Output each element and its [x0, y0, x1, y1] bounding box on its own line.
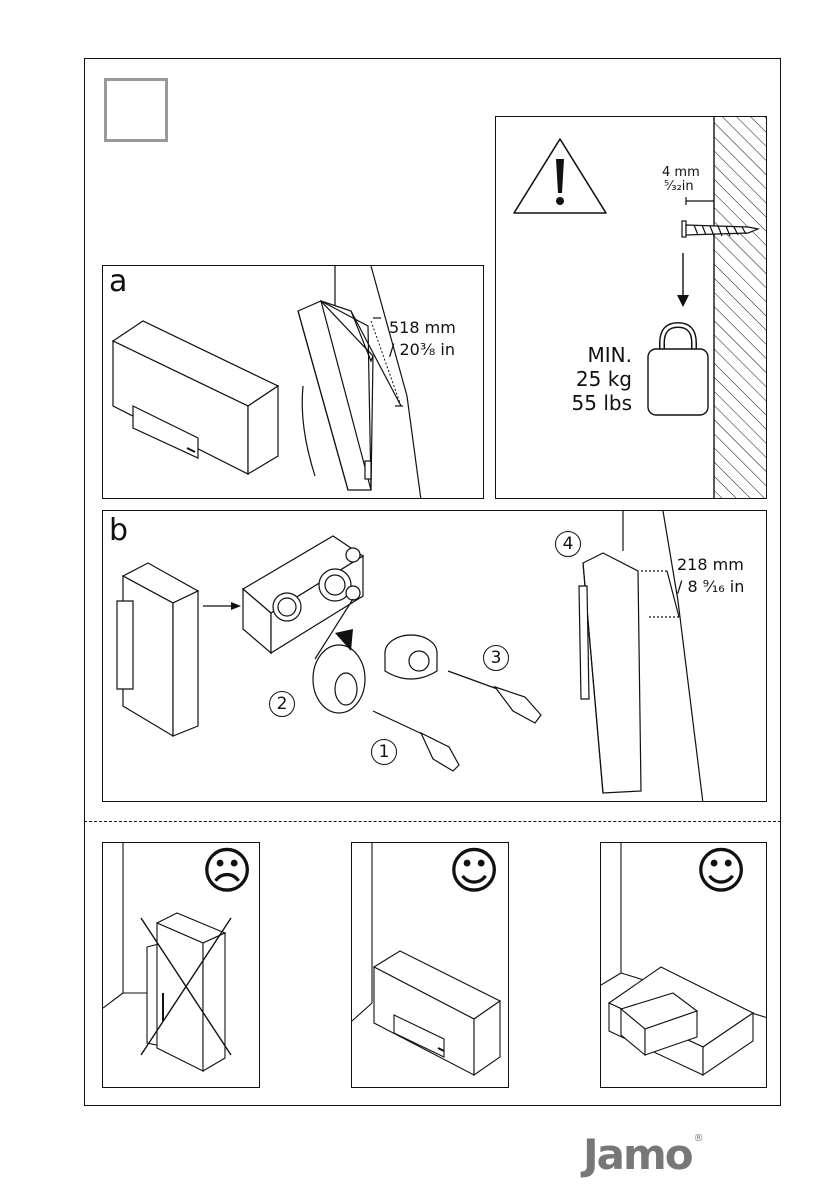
smiling-face-icon: ☺	[448, 842, 500, 901]
screw-length-in: ⁵⁄₃₂in	[664, 179, 694, 194]
panel-a-label: a	[109, 265, 127, 299]
panel-b-dimension-mm: 218 mm	[677, 555, 744, 575]
screw-length-mm: 4 mm	[662, 165, 700, 180]
arrow-icon	[677, 253, 689, 307]
min-load-kg: 25 kg	[556, 367, 632, 391]
placement-panel-3: ☺	[600, 842, 767, 1088]
wall-hatch	[714, 117, 767, 499]
panel-a-illustration	[103, 266, 484, 499]
warning-triangle-icon	[514, 139, 606, 213]
panel-a: a 518 mm / 20³⁄₈ in	[102, 265, 484, 499]
panel-b-illustration	[103, 511, 767, 802]
step-4-badge: 4	[555, 531, 581, 557]
padlock-icon	[648, 325, 708, 415]
panel-b-dimension-in: / 8 ⁹⁄₁₆ in	[677, 577, 744, 597]
panel-a-dimension-in: / 20³⁄₈ in	[389, 340, 455, 360]
registered-mark: ®	[694, 1133, 704, 1144]
smiling-face-icon-2: ☺	[695, 842, 747, 901]
frowning-face-icon: ☹	[201, 842, 253, 901]
min-load-title: MIN.	[570, 343, 632, 367]
dashed-separator	[84, 821, 781, 822]
min-load-lbs: 55 lbs	[552, 391, 632, 415]
step-3-badge: 3	[483, 645, 509, 671]
placement-panel-1: ☹	[102, 842, 260, 1088]
panel-warning: 4 mm ⁵⁄₃₂in MIN. 25 kg 55 lbs	[495, 116, 767, 499]
jamo-logo: Jamo®	[583, 1130, 704, 1179]
placement-panel-2: ☺	[351, 842, 509, 1088]
step-1-badge: 1	[371, 739, 397, 765]
step-2-badge: 2	[269, 691, 295, 717]
panel-b-label: b	[109, 513, 128, 548]
logo-text: Jamo	[583, 1130, 692, 1179]
panel-a-dimension-mm: 518 mm	[389, 318, 456, 338]
panel-b: b 1 2 3 4 218 mm / 8 ⁹⁄₁₆ in	[102, 510, 767, 802]
step-number-box	[104, 78, 168, 142]
